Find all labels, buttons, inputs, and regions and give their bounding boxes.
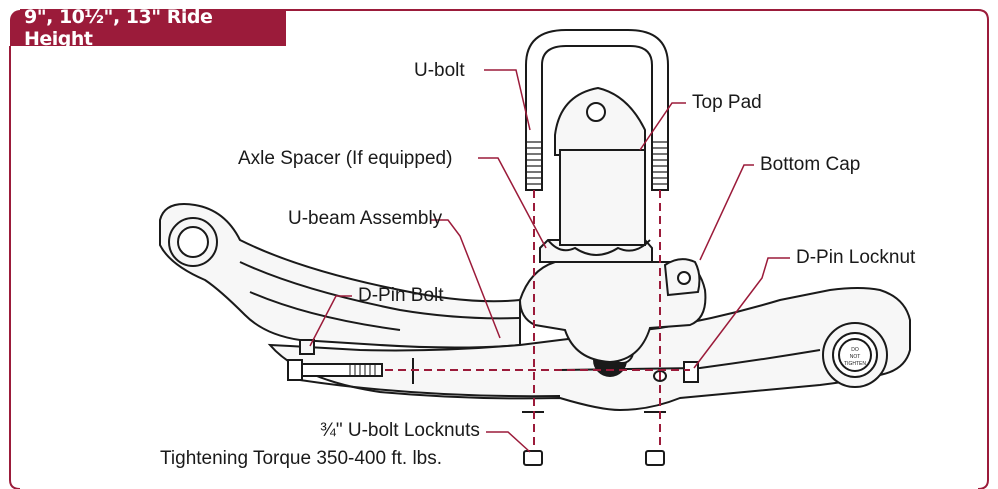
label-u-bolt: U-bolt xyxy=(414,60,465,81)
frame-border-left xyxy=(9,46,21,489)
top-pad xyxy=(547,86,651,256)
d-pin-bolt xyxy=(287,339,383,381)
label-top-pad: Top Pad xyxy=(692,92,762,113)
bushing-stamp-line-2: NOT xyxy=(850,354,861,360)
u-bolt xyxy=(525,29,669,191)
frame-border xyxy=(20,9,989,489)
page-title: 9", 10½", 13" Ride Height xyxy=(24,6,213,50)
title-banner: 9", 10½", 13" Ride Height xyxy=(10,6,286,50)
label-d-pin-locknut: D-Pin Locknut xyxy=(796,247,916,268)
centerlines xyxy=(385,190,690,450)
label-d-pin-bolt: D-Pin Bolt xyxy=(358,285,444,306)
bushing-stamp-line-1: DO xyxy=(851,347,859,353)
label-u-beam-assembly: U-beam Assembly xyxy=(288,208,443,229)
label-axle-spacer: Axle Spacer (If equipped) xyxy=(238,148,453,169)
bushing-stamp-line-3: TIGHTEN xyxy=(844,361,866,367)
u-bolt-threads xyxy=(526,141,668,185)
label-u-bolt-locknuts: ¾" U-bolt Locknuts xyxy=(320,420,480,441)
leader-lines xyxy=(309,69,790,453)
d-pin-bolt-threads xyxy=(349,364,376,376)
label-bottom-cap: Bottom Cap xyxy=(760,154,861,175)
u-bolt-locknuts xyxy=(522,411,666,466)
label-tightening-torque: Tightening Torque 350-400 ft. lbs. xyxy=(160,448,443,469)
